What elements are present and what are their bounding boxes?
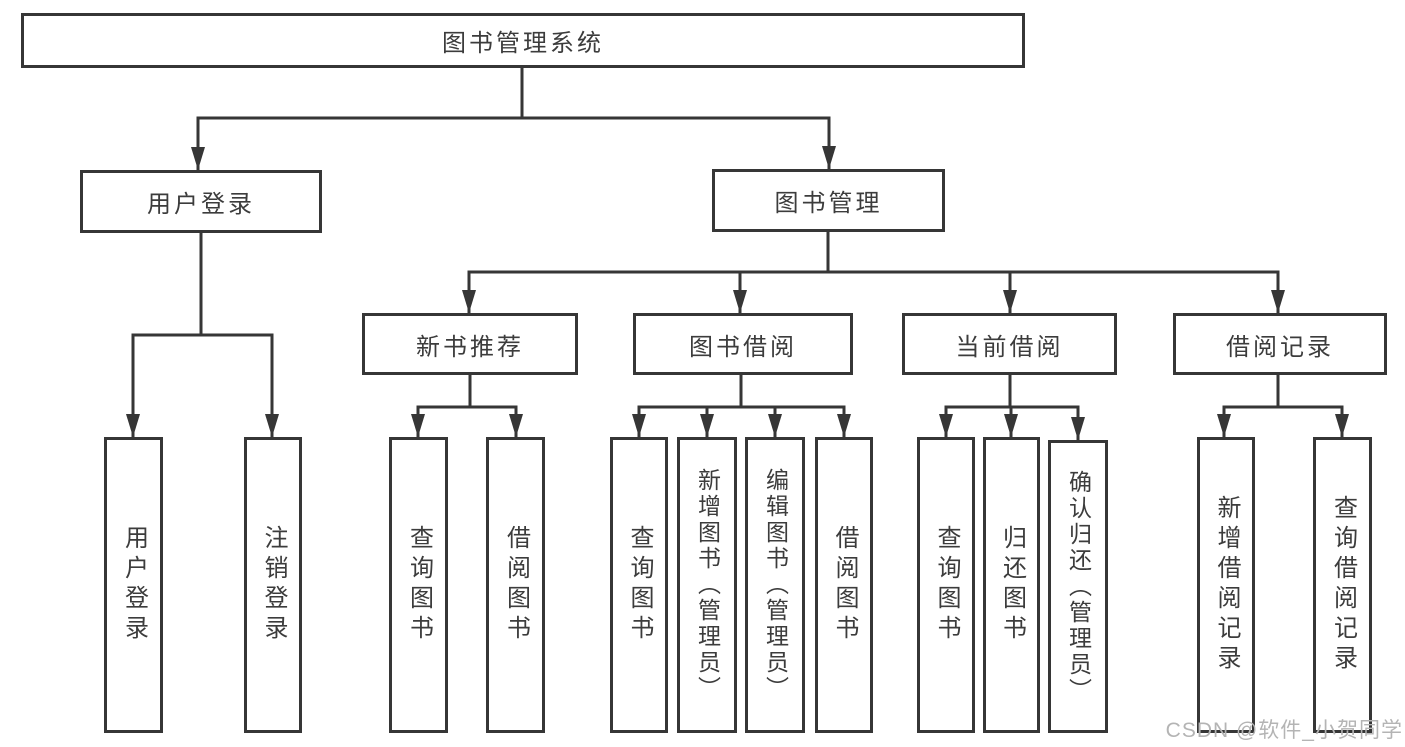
node-root: 图书管理系统 [21,13,1025,68]
connector-borrow-records [1217,375,1349,437]
leaf-query-books-3: 查询图书 [917,437,975,733]
leaf-label: 归还图书 [998,525,1026,645]
leaf-logout: 注销登录 [244,437,302,733]
leaf-label: 编辑图书（管理员） [762,468,789,702]
leaf-return-book: 归还图书 [983,437,1040,733]
node-borrow-records: 借阅记录 [1173,313,1387,375]
leaf-borrow-books-1: 借阅图书 [486,437,545,733]
node-book-management: 图书管理 [712,169,945,232]
leaf-add-book-admin: 新增图书（管理员） [677,437,737,733]
connector-book-management [462,232,1285,313]
leaf-label: 查询图书 [933,525,960,645]
leaf-edit-book-admin: 编辑图书（管理员） [745,437,805,733]
leaf-query-books-2: 查询图书 [610,437,668,733]
leaf-add-borrow-record: 新增借阅记录 [1197,437,1255,733]
leaf-label: 新增借阅记录 [1213,495,1240,675]
node-new-book-recommend: 新书推荐 [362,313,578,375]
leaf-label: 查询借阅记录 [1329,495,1357,675]
leaf-label: 借阅图书 [831,525,858,645]
watermark: CSDN @软件_小贺同学 [1165,719,1403,742]
connector-current-borrow [939,375,1085,440]
connector-book-borrow [632,375,851,437]
leaf-label: 查询图书 [626,525,653,645]
node-current-borrow: 当前借阅 [902,313,1117,375]
leaf-label: 注销登录 [260,525,287,645]
connector-new-book-recommend [411,375,523,437]
leaf-label: 确认归还（管理员） [1065,469,1092,704]
node-book-borrow: 图书借阅 [633,313,853,375]
leaf-label: 新增图书（管理员） [694,468,721,702]
node-user-login: 用户登录 [80,170,322,233]
connector-user-login [126,233,279,437]
leaf-label: 查询图书 [405,525,433,645]
connector-root [191,68,836,170]
leaf-query-books-1: 查询图书 [389,437,448,733]
leaf-label: 用户登录 [120,525,148,645]
leaf-user-login: 用户登录 [104,437,163,733]
leaf-label: 借阅图书 [502,525,530,645]
leaf-confirm-return-admin: 确认归还（管理员） [1048,440,1108,733]
leaf-borrow-books-2: 借阅图书 [815,437,873,733]
leaf-query-borrow-record: 查询借阅记录 [1313,437,1372,733]
